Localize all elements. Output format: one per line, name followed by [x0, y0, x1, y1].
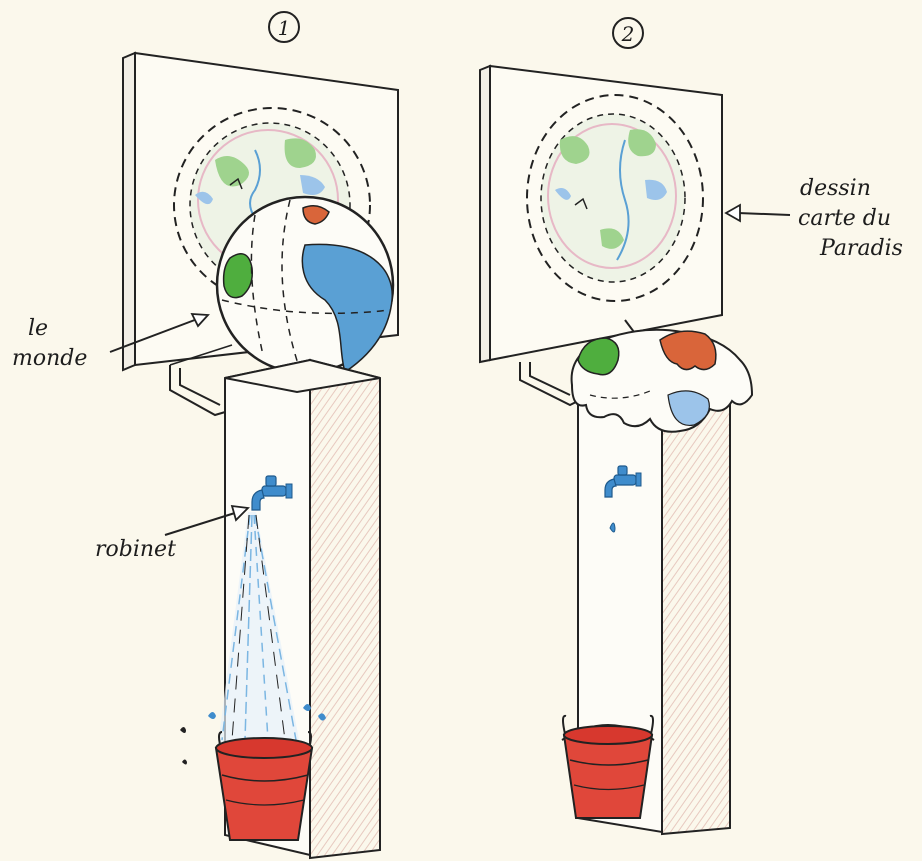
label-dessin-line3: Paradis [819, 236, 903, 261]
arrow-head-icon [726, 205, 740, 221]
panel-2: 2 [480, 18, 903, 834]
label-robinet-text: robinet [95, 537, 176, 562]
label-le-monde-line1: le [28, 316, 48, 341]
label-dessin-carte: dessin carte du Paradis [726, 176, 903, 261]
bucket-2 [562, 716, 654, 818]
label-le-monde-line2: monde [12, 346, 87, 371]
label-dessin-line1: dessin [800, 176, 871, 201]
label-dessin-line2: carte du [798, 206, 891, 231]
panel-2-number: 2 [621, 22, 635, 46]
bucket-1 [216, 732, 312, 840]
panel-1: 1 [12, 12, 398, 858]
panel-1-number-badge: 1 [269, 12, 299, 42]
globe-le-monde [217, 197, 393, 373]
panel-2-number-badge: 2 [613, 18, 643, 48]
panel-1-number: 1 [278, 16, 291, 40]
